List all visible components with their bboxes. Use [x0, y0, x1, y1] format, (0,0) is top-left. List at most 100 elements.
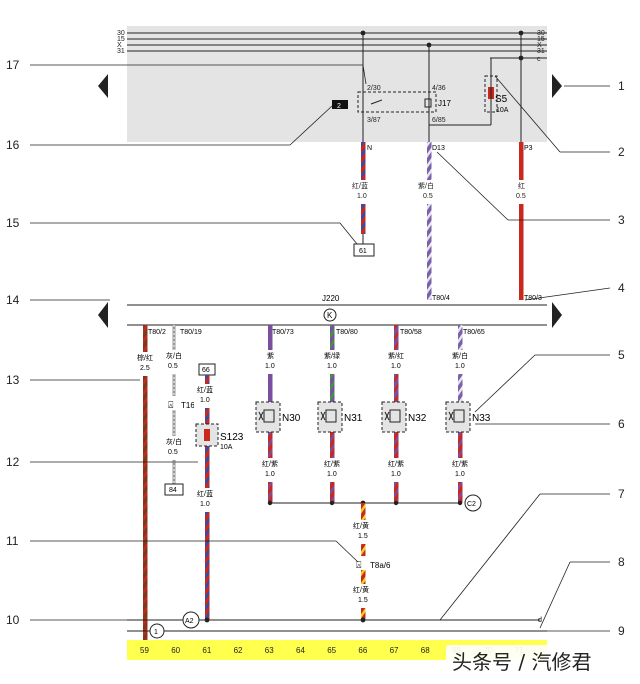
- bus-label-r-x: X: [537, 42, 542, 49]
- scale-label-59: 59: [140, 646, 149, 655]
- injector-n32: [381, 401, 407, 433]
- tag-2: [332, 100, 348, 109]
- fuse-s123-rating: 10A: [220, 444, 233, 451]
- callout-16: 16: [6, 138, 20, 152]
- watermark: 头条号 / 汽修君: [446, 645, 636, 679]
- output-n: N: [367, 145, 372, 152]
- bus-label-x: X: [117, 42, 122, 49]
- k-symbol: [323, 308, 337, 322]
- wire-label-red-yellow-2: 红/黄: [353, 585, 369, 594]
- wire-size-top-n32: 1.0: [391, 363, 401, 370]
- bus-label-31: 31: [117, 48, 125, 55]
- callout-11: 11: [6, 534, 19, 548]
- scale-label-67: 67: [390, 646, 399, 655]
- injector-name-n33: N33: [472, 413, 491, 424]
- callout-8: 8: [618, 555, 625, 569]
- injector-name-n30: N30: [282, 413, 301, 424]
- svg-text:84: 84: [169, 487, 177, 494]
- wire-label-red: 红: [518, 181, 525, 190]
- left-arrow-icon-2: [98, 302, 108, 328]
- wire-label-bottom-n32: 红/紫: [388, 459, 404, 468]
- relay-name: J17: [438, 99, 451, 108]
- callout-5: 5: [618, 348, 625, 362]
- wire-size-gray-white: 0.5: [168, 363, 178, 370]
- wire-label-top-n31: 紫/绿: [324, 351, 340, 360]
- output-p3: P3: [524, 145, 533, 152]
- callout-3: 3: [618, 213, 625, 227]
- callout-15: 15: [6, 216, 20, 230]
- callout-13: 13: [6, 373, 20, 387]
- svg-text:C2: C2: [467, 501, 476, 508]
- callout-12: 12: [6, 455, 20, 469]
- relay-j17: [357, 91, 437, 113]
- svg-text:1: 1: [154, 629, 158, 636]
- scale-label-68: 68: [421, 646, 430, 655]
- ecu-pin-t80-80: T80/80: [336, 329, 358, 336]
- wire-label-top-n33: 紫/白: [452, 351, 468, 360]
- wire-size-red-blue-2: 1.0: [200, 397, 210, 404]
- wire-label-red-blue-3: 红/蓝: [197, 489, 213, 498]
- wire-size-red: 0.5: [516, 193, 526, 200]
- callout-14: 14: [6, 293, 20, 307]
- bus-lines: [127, 32, 547, 59]
- wire-size-red-yellow-2: 1.5: [358, 597, 368, 604]
- wire-label-red-blue: 红/蓝: [352, 181, 368, 190]
- scale-label-65: 65: [327, 646, 336, 655]
- callout-6: 6: [618, 417, 625, 431]
- wire-red: [519, 142, 524, 300]
- wire-size-purple-white: 0.5: [423, 193, 433, 200]
- ecu-name: J220: [322, 294, 340, 303]
- wire-label-gray-white-2: 灰/白: [166, 437, 182, 446]
- wire-size-red-blue-3: 1.0: [200, 501, 210, 508]
- wire-label-red-yellow: 红/黄: [353, 521, 369, 530]
- t16-label: T16: [181, 401, 195, 410]
- callout-7: 7: [618, 487, 625, 501]
- position-scale: [127, 640, 547, 660]
- injector-name-n32: N32: [408, 413, 427, 424]
- wire-size-top-n33: 1.0: [455, 363, 465, 370]
- callout-10: 10: [6, 613, 20, 627]
- wire-size-bottom-n30: 1.0: [265, 471, 275, 478]
- svg-text:66: 66: [202, 367, 210, 374]
- wire-size-top-n30: 1.0: [265, 363, 275, 370]
- scale-label-64: 64: [296, 646, 305, 655]
- left-arrow-icon: [98, 74, 108, 98]
- t8a-connector-icon: ⍓: [356, 560, 362, 570]
- junction-c2: [464, 494, 482, 512]
- ecu-pin-t80-73: T80/73: [272, 329, 294, 336]
- bus-label-r-c: c: [537, 56, 541, 63]
- callout-4: 4: [618, 281, 625, 295]
- svg-text:2: 2: [337, 103, 341, 110]
- svg-text:61: 61: [359, 248, 367, 255]
- wire-label-bottom-n30: 红/紫: [262, 459, 278, 468]
- wire-label-top-n30: 紫: [267, 352, 274, 360]
- relay-pin-3-87: 3/87: [367, 117, 381, 124]
- scale-label-61: 61: [202, 646, 211, 655]
- wire-size-red-blue: 1.0: [357, 193, 367, 200]
- wire-size-bottom-n32: 1.0: [391, 471, 401, 478]
- wire-label-red-blue-2: 红/蓝: [197, 385, 213, 394]
- scale-label-62: 62: [234, 646, 243, 655]
- scale-label-63: 63: [265, 646, 274, 655]
- wire-brown-red: [143, 325, 148, 640]
- scale-label-60: 60: [171, 646, 180, 655]
- t16-connector-icon: ⍓: [168, 400, 174, 410]
- junction-1: [149, 623, 165, 639]
- wire-label-gray-white: 灰/白: [166, 351, 182, 360]
- right-arrow-icon-2: [552, 302, 562, 328]
- wire-label-brown-red: 棕/红: [137, 353, 153, 362]
- ecu-pin-t80-4: T80/4: [432, 295, 450, 302]
- callout-9: 9: [618, 624, 625, 638]
- fuse-s5-rating: 10A: [496, 107, 509, 114]
- scale-label-66: 66: [358, 646, 367, 655]
- ecu-pin-t80-58: T80/58: [400, 329, 422, 336]
- output-d13: D13: [432, 145, 445, 152]
- wire-size-bottom-n33: 1.0: [455, 471, 465, 478]
- fuse-s123-name: S123: [220, 432, 244, 443]
- callout-2: 2: [618, 145, 625, 159]
- wire-size-red-yellow: 1.5: [358, 533, 368, 540]
- wire-size-bottom-n31: 1.0: [327, 471, 337, 478]
- relay-pin-6-85: 6/85: [432, 117, 446, 124]
